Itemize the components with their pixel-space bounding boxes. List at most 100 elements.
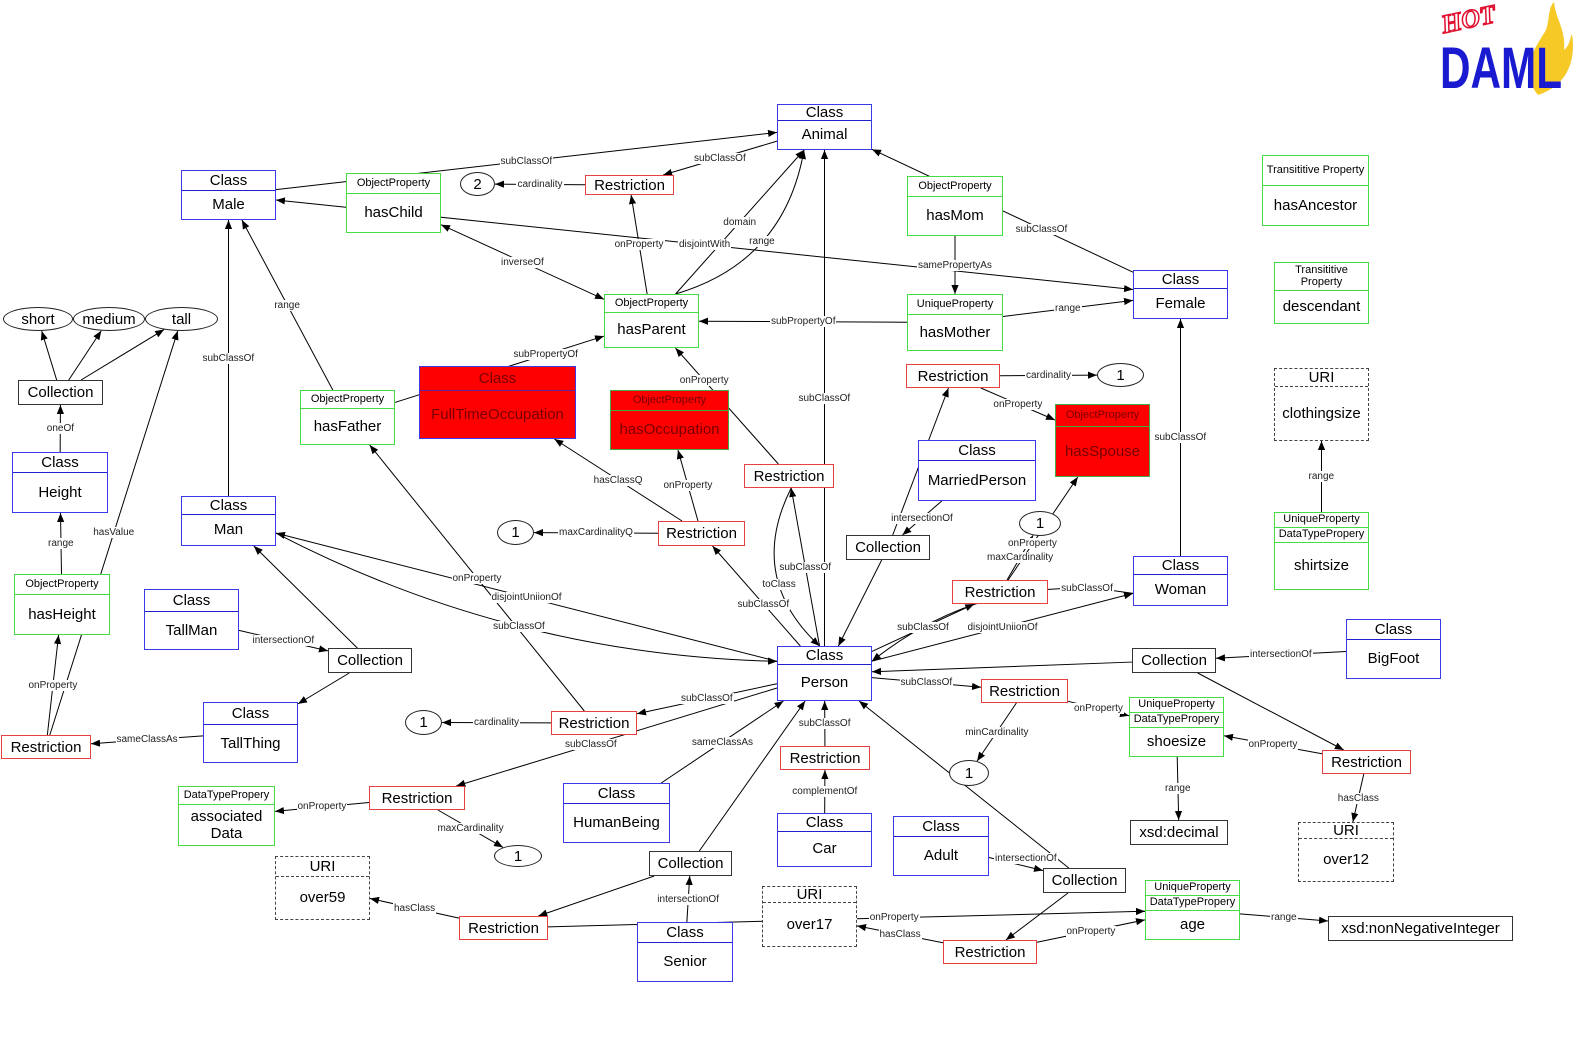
node-name-label: Adult <box>923 847 959 865</box>
node-type-label: DataTypePropery <box>179 787 274 805</box>
prop-node-hasheight[interactable]: ObjectProperty hasHeight <box>14 574 110 635</box>
node-name-label: hasParent <box>617 321 686 339</box>
literal-n1e[interactable]: 1 <box>949 760 989 786</box>
collection-node-c6[interactable]: Collection <box>1043 868 1126 893</box>
literal-n1f[interactable]: 1 <box>494 845 542 867</box>
prop-node-assocdata[interactable]: DataTypePropery associated Data <box>178 786 275 846</box>
node-name-label: tall <box>171 310 192 328</box>
literal-n2[interactable]: 2 <box>460 172 495 196</box>
restriction-node-r12[interactable]: Restriction <box>459 916 548 940</box>
datatype-node-xsdnni[interactable]: xsd:nonNegativeInteger <box>1328 916 1513 941</box>
node-name-label: shirtsize <box>1293 557 1349 575</box>
node-name-label: Male <box>212 196 245 214</box>
restriction-node-r7[interactable]: Restriction <box>1 735 91 759</box>
literal-medium[interactable]: medium <box>73 307 145 331</box>
literal-tall[interactable]: tall <box>145 307 218 331</box>
hot-daml-logo: DAML HOT <box>1438 0 1573 98</box>
collection-node-c1[interactable]: Collection <box>18 380 103 405</box>
restriction-node-r2[interactable]: Restriction <box>744 464 834 488</box>
node-name-label: over17 <box>786 915 833 933</box>
node-type-label: DataTypePropery <box>1146 896 1239 911</box>
node-name-label: Collection <box>657 855 724 872</box>
node-name-label: Person <box>800 673 849 691</box>
collection-node-c4[interactable]: Collection <box>1132 648 1216 673</box>
literal-n1b[interactable]: 1 <box>1019 511 1061 536</box>
restriction-node-r5[interactable]: Restriction <box>952 580 1048 604</box>
literal-n1a[interactable]: 1 <box>1097 363 1144 387</box>
node-type-label: Transititive Property <box>1275 263 1368 291</box>
restriction-node-r4[interactable]: Restriction <box>906 364 1000 388</box>
node-name-label: Collection <box>1141 652 1207 669</box>
node-name-label: Senior <box>663 953 707 971</box>
node-name-label: 1 <box>513 847 523 865</box>
restriction-node-r8[interactable]: Restriction <box>369 786 465 810</box>
restriction-node-r3[interactable]: Restriction <box>658 521 745 546</box>
literal-n1c[interactable]: 1 <box>497 520 534 545</box>
node-name-label: xsd:nonNegativeInteger <box>1341 920 1500 937</box>
collection-node-c2[interactable]: Collection <box>328 648 412 673</box>
node-type-label: DataTypePropery <box>1275 528 1368 543</box>
node-name-label: Restriction <box>917 367 989 385</box>
collection-node-c5[interactable]: Collection <box>649 851 732 876</box>
restriction-node-r10[interactable]: Restriction <box>981 679 1068 703</box>
collection-node-c3[interactable]: Collection <box>846 535 930 560</box>
node-name-label: descendant <box>1282 298 1361 316</box>
node-name-label: Collection <box>855 539 921 556</box>
node-type-label: Class <box>638 923 732 943</box>
restriction-node-r9[interactable]: Restriction <box>780 746 870 770</box>
literal-short[interactable]: short <box>3 307 73 331</box>
restriction-node-r11[interactable]: Restriction <box>1322 750 1411 774</box>
datatype-node-xsddecimal[interactable]: xsd:decimal <box>1130 820 1228 845</box>
literal-n1d[interactable]: 1 <box>405 710 442 735</box>
restriction-node-r6[interactable]: Restriction <box>551 711 637 735</box>
prop-node-descendant[interactable]: Transititive Property descendant <box>1274 262 1369 324</box>
node-name-label: hasHeight <box>28 605 96 623</box>
node-name-label: BigFoot <box>1367 650 1420 668</box>
edge-c1-to-tall <box>80 329 165 381</box>
node-type-label: UniqueProperty <box>908 295 1002 315</box>
node-name-label: MarriedPerson <box>927 471 1027 489</box>
node-name-label: TallMan <box>165 621 218 639</box>
restriction-node-r1[interactable]: Restriction <box>585 175 674 195</box>
node-name-label: shoesize <box>1146 733 1207 751</box>
node-name-label: associated Data <box>190 807 263 842</box>
edge-person-to-r8 <box>456 687 778 787</box>
edge-c1-to-medium <box>68 330 102 381</box>
node-name-label: Restriction <box>10 738 82 756</box>
node-type-label: ObjectProperty <box>15 575 109 595</box>
node-type-label: ObjectProperty <box>611 391 728 411</box>
restriction-node-r13[interactable]: Restriction <box>943 940 1037 964</box>
